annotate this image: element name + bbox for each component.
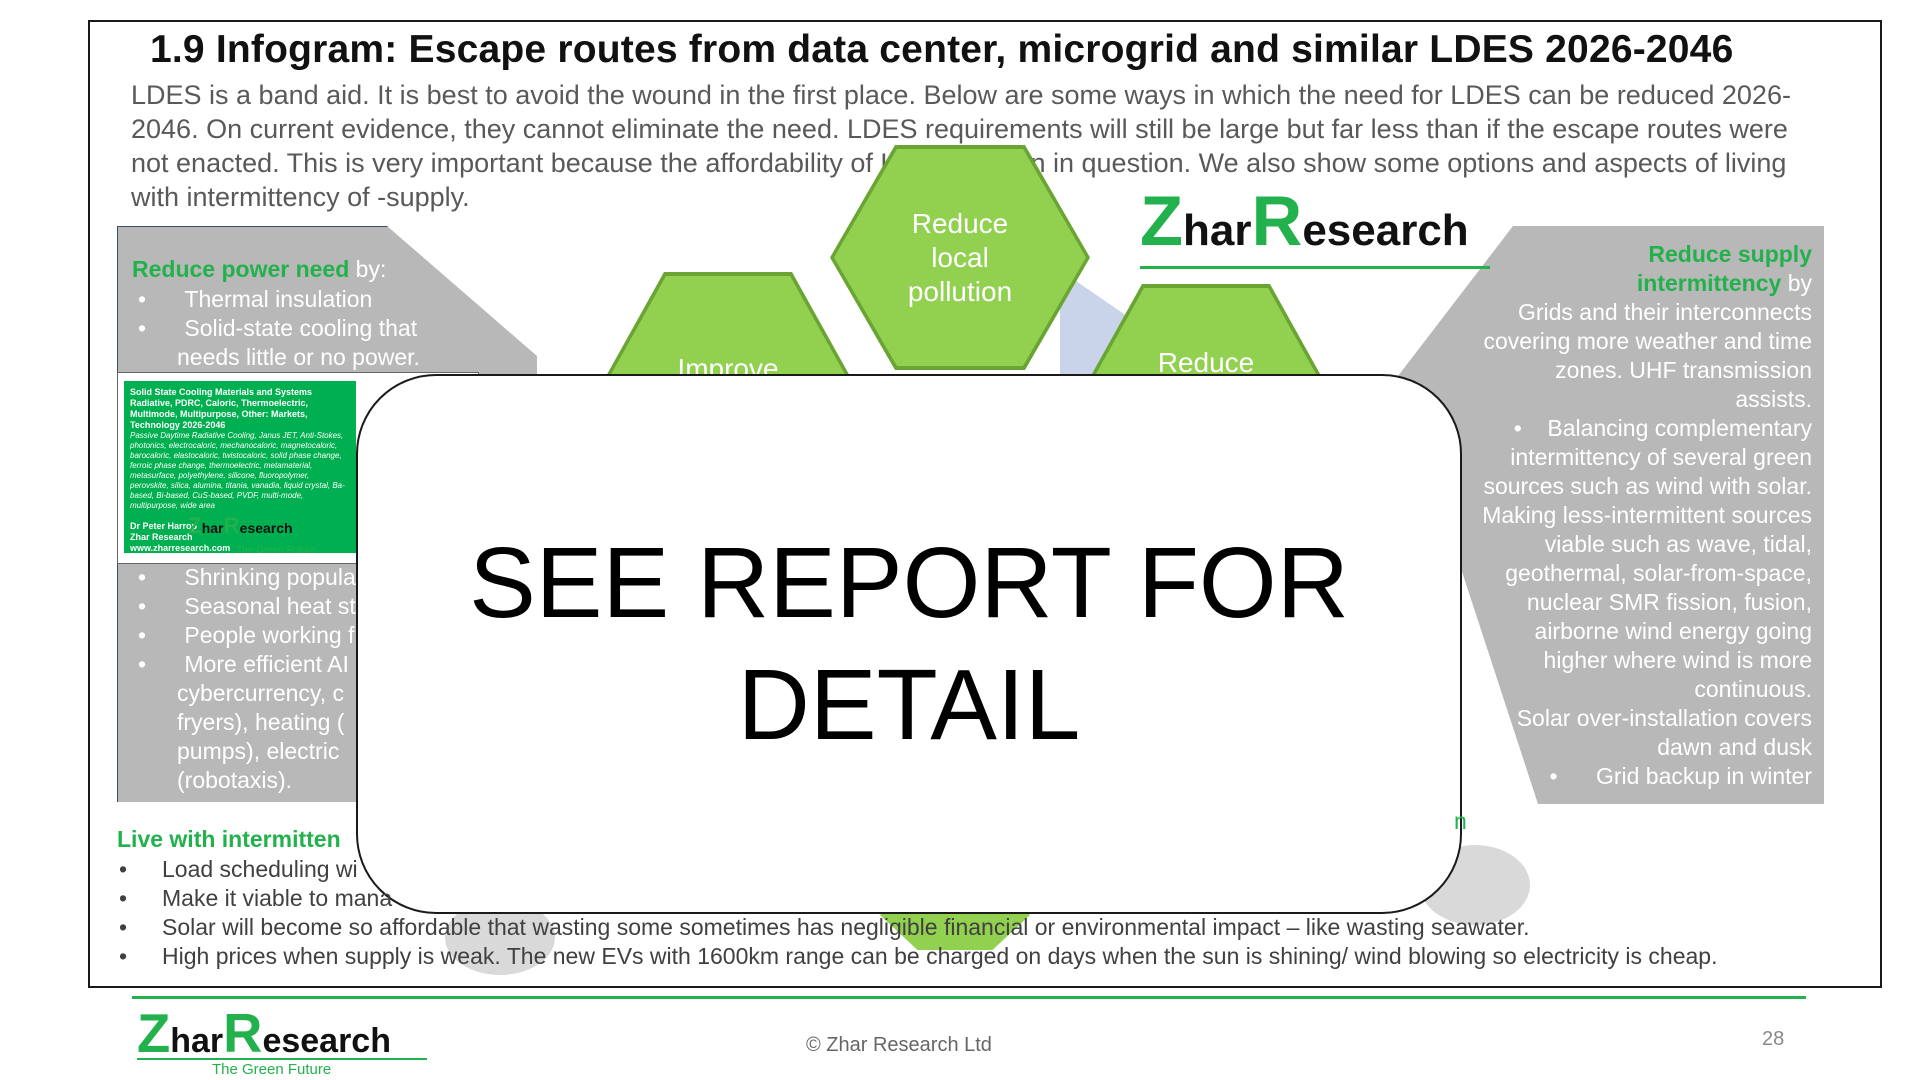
zhar-research-logo-footer: ZharResearch (137, 1003, 391, 1064)
footer-tagline: The Green Future (212, 1061, 332, 1078)
list-item: Make it viable to mana (117, 884, 1717, 913)
right-line-10: geothermal, solar-from-space, (1505, 560, 1812, 586)
slide-title: 1.9 Infogram: Escape routes from data ce… (150, 28, 1734, 71)
page-number: 28 (1762, 1028, 1785, 1050)
footer-rule (132, 996, 1806, 999)
left-bullet-4: • Seasonal heat st (138, 593, 356, 619)
right-line-9: viable such as wave, tidal, (1544, 531, 1812, 557)
right-line-14: continuous. (1694, 676, 1812, 702)
report-cover-tagline: The Green Future (236, 545, 316, 556)
right-line-11: nuclear SMR fission, fusion, (1526, 589, 1812, 615)
right-line-1: Grids and their interconnects (1517, 299, 1812, 325)
left-bullet-2-cont: needs little or no power. (177, 344, 420, 370)
list-item: High prices when supply is weak. The new… (117, 942, 1717, 971)
intro-paragraph: LDES is a band aid. It is best to avoid … (131, 80, 1791, 212)
right-line-3: zones. UHF transmission (1555, 357, 1812, 383)
left-bullet-1: • Thermal insulation (138, 286, 373, 312)
left-bullet-6-line3: fryers), heating ( (177, 709, 345, 735)
right-line-12: airborne wind energy going (1534, 618, 1812, 644)
right-line-13: higher where wind is more (1543, 647, 1812, 673)
logo-top-underline (1140, 266, 1490, 269)
live-with-intermittency-list: Load scheduling wi Make it viable to man… (117, 855, 1717, 971)
right-line-5: • Balancing complementary (1513, 415, 1812, 441)
left-bullet-6-line5: (robotaxis). (177, 767, 293, 793)
reduce-supply-heading-1: Reduce supply (1648, 241, 1812, 267)
right-line-8: Making less-intermittent sources (1482, 502, 1812, 528)
left-bullet-3: • Shrinking popula (138, 564, 356, 590)
left-bullet-5: • People working f (138, 622, 355, 648)
right-line-4: assists. (1735, 386, 1812, 412)
report-cover: Solid State Cooling Materials and System… (124, 381, 356, 553)
reduce-power-need-heading: Reduce power need by: (132, 256, 387, 282)
logo-footer-underline (137, 1058, 427, 1060)
list-item: Solar will become so affordable that was… (117, 913, 1717, 942)
zhar-research-logo-top: ZharResearch (1140, 181, 1469, 260)
right-line-2: covering more weather and time (1483, 328, 1812, 354)
left-bullet-2: • Solid-state cooling that (138, 315, 418, 341)
live-with-intermittency-heading: Live with intermitten (117, 826, 341, 852)
stray-green-text: n (1454, 808, 1467, 834)
footer-copyright: © Zhar Research Ltd (806, 1034, 992, 1056)
right-line-6: intermittency of several green (1510, 444, 1812, 470)
left-bullet-6-line2: cybercurrency, c (177, 680, 345, 706)
right-line-16: dawn and dusk (1657, 734, 1812, 760)
report-cover-logo: ZharResearch (188, 513, 293, 538)
reduce-supply-heading-2: intermittency by (1636, 270, 1812, 296)
right-line-7: sources such as wind with solar. (1483, 473, 1812, 499)
left-bullet-6-line4: pumps), electric (177, 738, 340, 764)
list-item: Load scheduling wi (117, 855, 1717, 884)
right-line-17: • Grid backup in winter (1549, 763, 1812, 789)
left-bullet-6: • More efficient AI (138, 651, 349, 677)
right-line-15: Solar over-installation covers (1516, 705, 1812, 731)
